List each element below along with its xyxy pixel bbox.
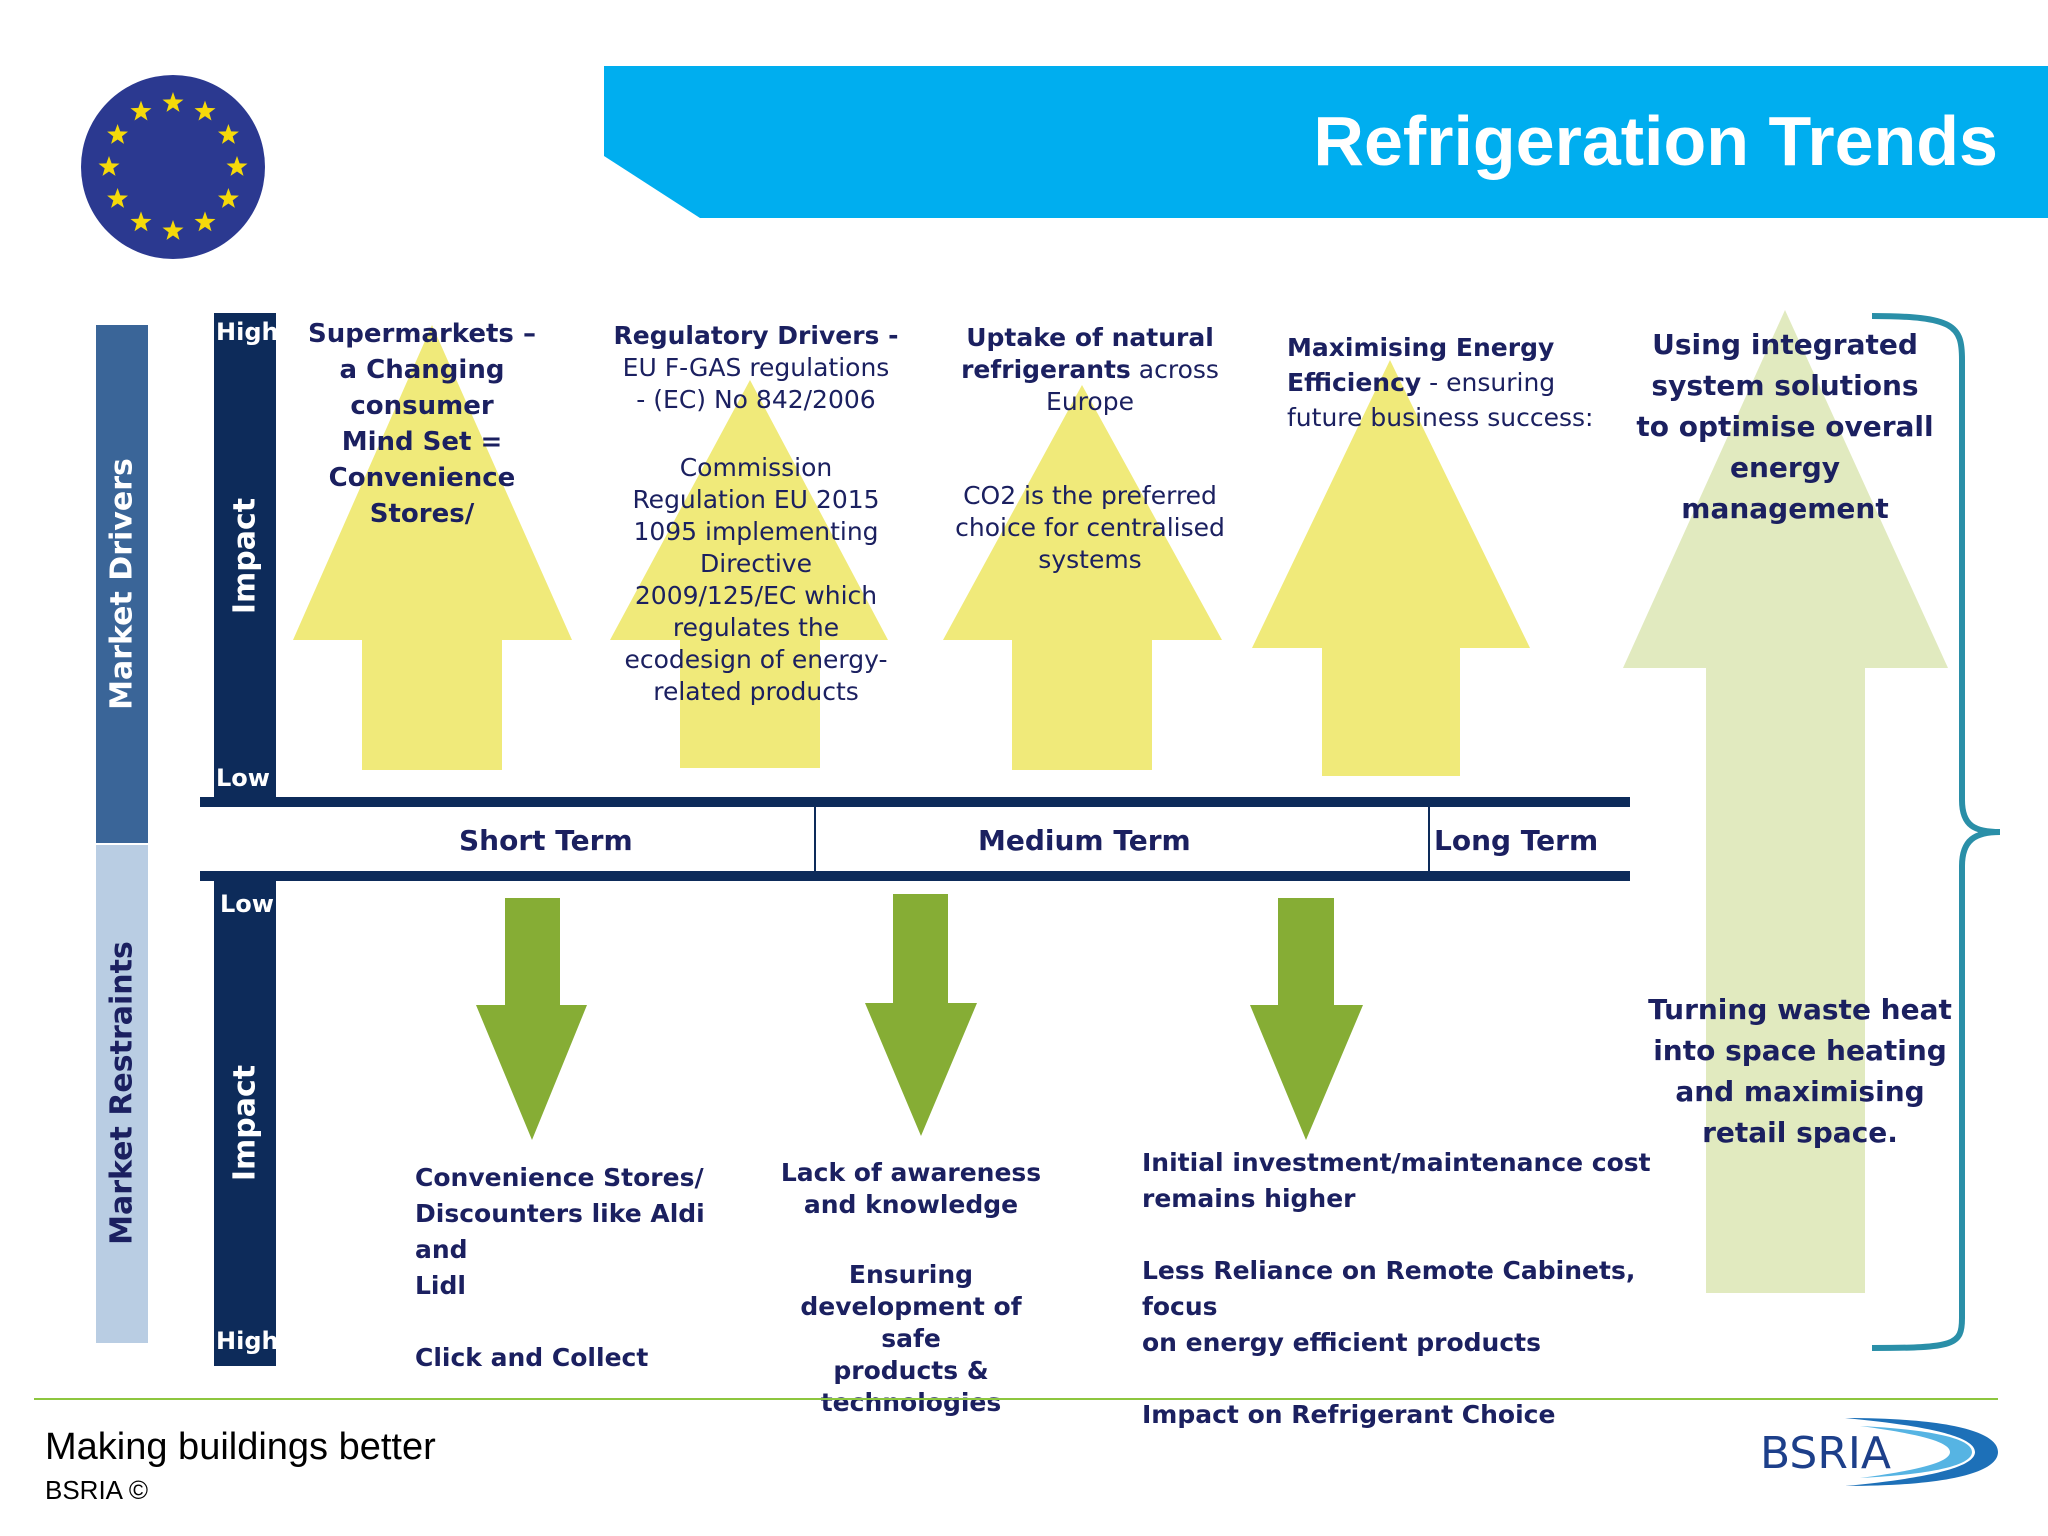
eu-star-icon xyxy=(226,156,248,176)
header-banner xyxy=(604,66,2048,218)
impact-bar-restraints xyxy=(214,880,276,1366)
medium-term-label: Medium Term xyxy=(978,824,1191,857)
impact-high-label-bottom: High xyxy=(216,1327,279,1355)
driver-2-text: Regulatory Drivers - EU F-GAS regulation… xyxy=(613,321,899,706)
eu-star-icon xyxy=(130,211,152,232)
footer-tagline: Making buildings better xyxy=(45,1426,436,1468)
market-restraints-bar xyxy=(96,845,148,1343)
impact-label-top: Impact xyxy=(227,497,263,615)
impact-low-label-top: Low xyxy=(216,764,270,792)
restraint-arrow-1 xyxy=(476,898,587,1140)
eu-star-icon xyxy=(162,92,184,112)
short-term-label: Short Term xyxy=(459,824,633,857)
restraint-arrow-3 xyxy=(1250,898,1363,1140)
restraint-2-text: Lack of awareness and knowledge Ensuring… xyxy=(780,1158,1042,1417)
long-term-label: Long Term xyxy=(1434,824,1599,857)
timeline-divider xyxy=(814,807,816,871)
restraint-arrow-2 xyxy=(865,894,977,1136)
bsria-logo-text: BSRIA xyxy=(1760,1428,1891,1479)
eu-star-icon xyxy=(194,211,216,232)
impact-label-bottom: Impact xyxy=(227,1064,263,1182)
eu-star-icon xyxy=(218,124,239,144)
driver-4-text: Maximising Energy Efficiency - ensuring … xyxy=(1287,333,1594,432)
restraint-3-text: Initial investment/maintenance cost rema… xyxy=(1142,1148,1651,1429)
market-drivers-label: Market Drivers xyxy=(104,458,140,710)
footer-divider xyxy=(34,1398,1998,1400)
eu-star-icon xyxy=(98,156,120,176)
restraint-1-text: Convenience Stores/ Discounters like Ald… xyxy=(415,1163,705,1372)
eu-star-icon xyxy=(130,100,152,121)
market-restraints-label: Market Restraints xyxy=(104,941,140,1245)
impact-low-label-bottom: Low xyxy=(220,890,274,918)
driver-1-text: Supermarkets – a Changing consumer Mind … xyxy=(308,319,536,529)
impact-bar-drivers xyxy=(214,313,276,799)
eu-flag-icon xyxy=(81,75,265,259)
timeline-bottom-line xyxy=(200,871,1630,881)
driver-3-text: Uptake of natural refrigerants across Eu… xyxy=(955,323,1225,574)
bsria-logo: BSRIA xyxy=(1760,1418,1998,1486)
timeline-divider xyxy=(1428,807,1430,871)
eu-star-icon xyxy=(107,124,128,144)
eu-star-icon xyxy=(107,188,128,208)
timeline-top-line xyxy=(200,797,1630,807)
eu-star-icon xyxy=(194,100,216,121)
footer-copyright: BSRIA © xyxy=(45,1475,148,1505)
eu-star-icon xyxy=(218,188,239,208)
page-title: Refrigeration Trends xyxy=(1313,102,1998,180)
impact-high-label-top: High xyxy=(216,318,279,346)
integrated-bottom-text: Turning waste heat into space heating an… xyxy=(1648,993,1952,1149)
integrated-top-text: Using integrated system solutions to opt… xyxy=(1636,328,1934,525)
eu-star-icon xyxy=(162,220,184,240)
market-drivers-bar xyxy=(96,325,148,843)
